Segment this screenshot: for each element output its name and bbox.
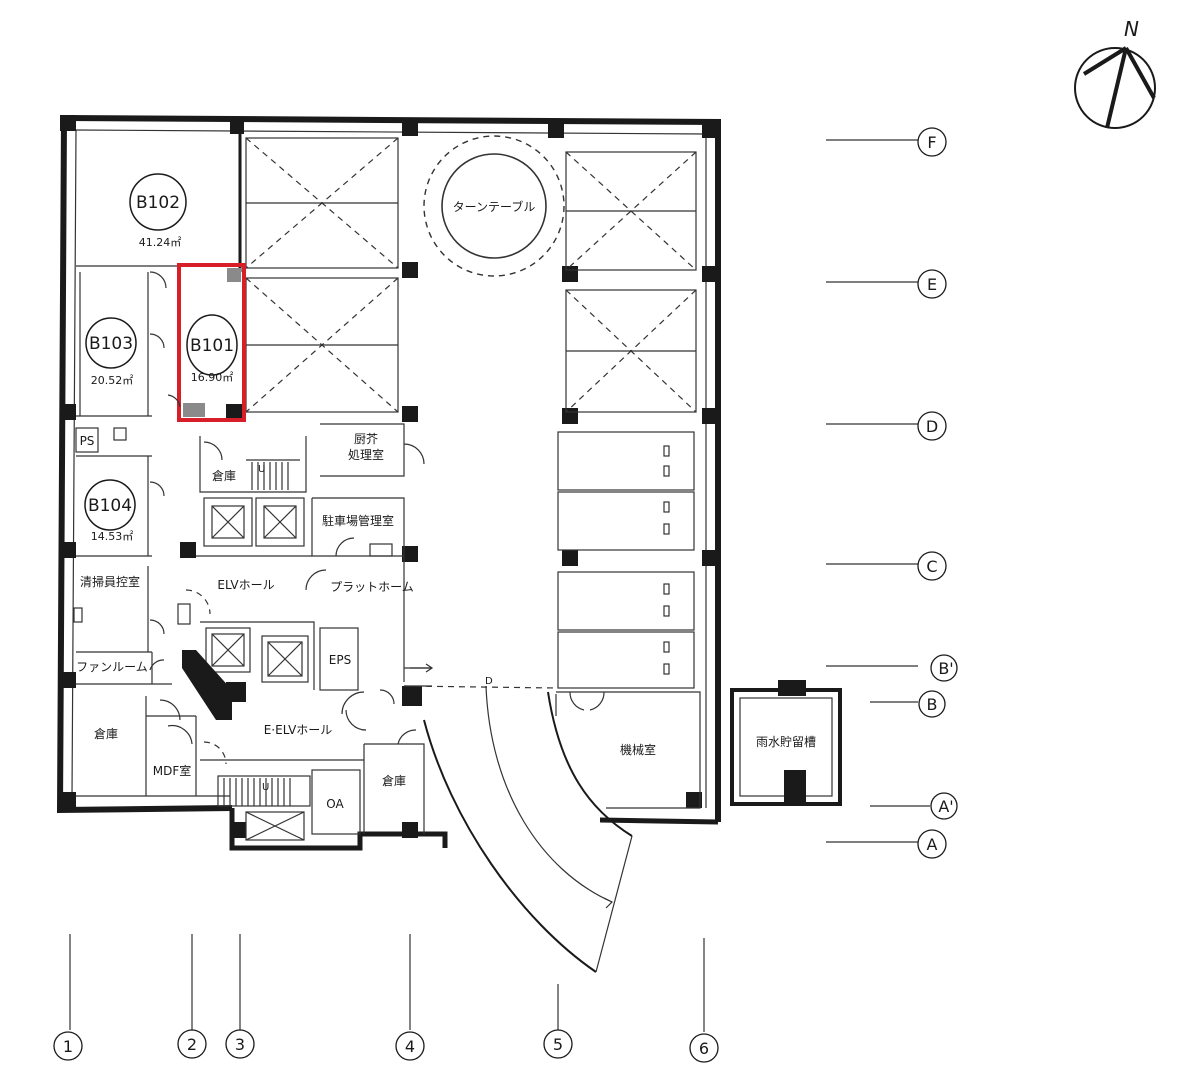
grid-row-A: A [927,835,938,854]
turntable-label: ターンテーブル [453,199,536,214]
cleaner-room-label: 清掃員控室 [80,574,140,589]
unit-b102[interactable]: B102 41.24㎡ [136,193,181,249]
building-outline [56,115,721,851]
unit-b103-id: B103 [89,334,133,354]
waste-room-label-1: 厨芥 [354,432,378,446]
parking-office-label: 駐車場管理室 [322,513,394,528]
grid-row-E: E [927,275,937,294]
parking-bays-east [565,151,697,413]
grid-rows: F E D C B' B A' A [826,127,958,859]
eps-label: EPS [329,653,351,667]
rainwater-tank [730,680,842,806]
grid-col-3: 3 [235,1035,245,1054]
grid-row-C: C [926,557,937,576]
storage-north-label: 倉庫 [212,468,236,483]
unit-b101-area: 16.90㎡ [191,371,234,384]
ps-label: PS [80,434,95,448]
turntable: ターンテーブル [423,135,565,277]
grid-row-A-prime: A' [938,797,953,816]
unit-b102-id: B102 [136,193,180,213]
rain-tank-label: 雨水貯留槽 [756,735,816,749]
grid-col-2: 2 [187,1035,197,1054]
stair-up-mark-1: U [258,464,265,475]
storage-south-label: 倉庫 [382,773,406,788]
grid-col-1: 1 [63,1037,73,1056]
waste-room-label-2: 処理室 [348,447,384,462]
unit-b104[interactable]: B104 14.53㎡ [88,496,133,543]
platform-label: プラットホーム [330,580,414,594]
room-labels: PS 倉庫 厨芥 処理室 駐車場管理室 ELVホール プラットホーム 清掃員控室… [76,432,816,811]
unit-b103-area: 20.52㎡ [91,374,134,387]
grid-col-4: 4 [405,1037,415,1056]
mdf-room-label: MDF室 [153,763,192,778]
grid-columns: 1 2 3 4 5 6 [53,934,719,1063]
unit-b102-area: 41.24㎡ [139,236,182,249]
e-elv-hall-label: E·ELVホール [264,723,333,737]
parking-bays-west [245,137,399,413]
grid-row-B-prime: B' [938,659,953,678]
north-label: N [1124,17,1139,41]
unit-b101-id: B101 [190,336,234,356]
north-arrow-icon: N [1074,17,1156,129]
grid-col-5: 5 [553,1035,563,1054]
grid-col-6: 6 [699,1039,709,1058]
ramp-down-mark: D [485,676,493,687]
stair-up-mark-2: U [262,782,269,793]
elv-hall-label: ELVホール [217,578,274,592]
unit-b104-area: 14.53㎡ [91,530,134,543]
oa-label: OA [326,797,344,811]
grid-row-B: B [927,695,938,714]
west-wing-rooms [73,134,242,796]
machine-room-label: 機械室 [620,742,656,757]
fan-room-label: ファンルーム [76,660,148,674]
unit-b103[interactable]: B103 20.52㎡ [89,334,133,387]
storage-southwest-label: 倉庫 [94,726,118,741]
mechanical-parking-units [557,431,695,689]
grid-row-F: F [927,133,936,152]
unit-b101[interactable]: B101 16.90㎡ [167,263,246,422]
core-area [177,423,425,841]
machine-room [556,691,701,809]
unit-b104-id: B104 [88,496,132,516]
driveway-ramp [403,663,633,973]
grid-row-D: D [926,417,938,436]
